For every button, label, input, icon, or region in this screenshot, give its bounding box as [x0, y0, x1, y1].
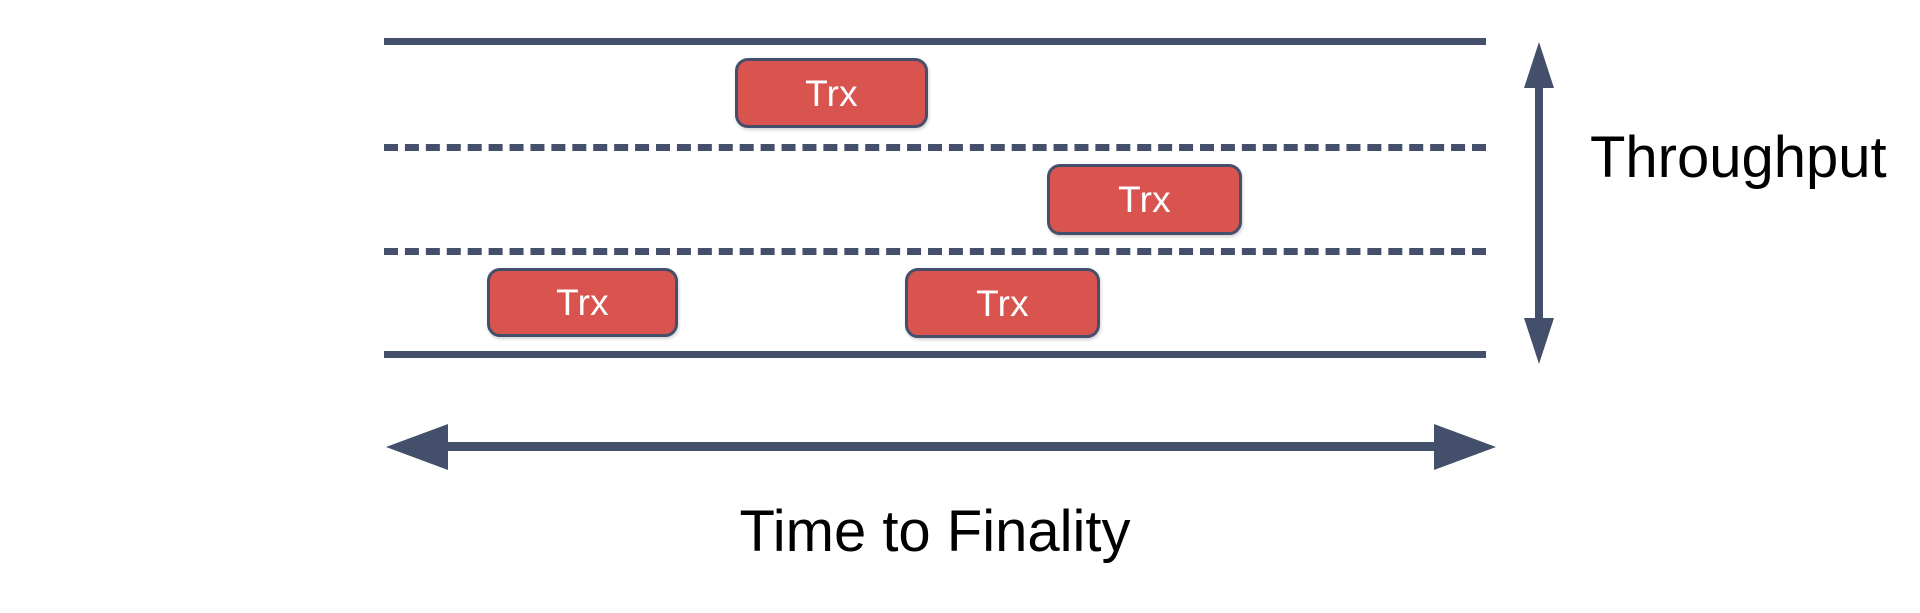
- throughput-axis-label: Throughput: [1590, 125, 1887, 190]
- lane-line-top: [384, 38, 1486, 45]
- transaction-block[interactable]: Trx: [735, 58, 928, 128]
- transaction-block[interactable]: Trx: [1047, 164, 1242, 235]
- double-headed-horizontal-arrow-icon: [386, 424, 1496, 470]
- lane-line-bottom: [384, 351, 1486, 358]
- transaction-block[interactable]: Trx: [487, 268, 678, 337]
- lane-line-divider-upper: [384, 144, 1486, 151]
- transaction-block-label: Trx: [976, 282, 1029, 324]
- transaction-block-label: Trx: [1118, 179, 1171, 220]
- transaction-block-label: Trx: [556, 282, 609, 323]
- transaction-block-label: Trx: [805, 72, 858, 114]
- double-headed-vertical-arrow-icon: [1524, 42, 1554, 364]
- transaction-block[interactable]: Trx: [905, 268, 1100, 338]
- lane-line-divider-lower: [384, 248, 1486, 255]
- time-to-finality-axis-label: Time to Finality: [739, 499, 1131, 564]
